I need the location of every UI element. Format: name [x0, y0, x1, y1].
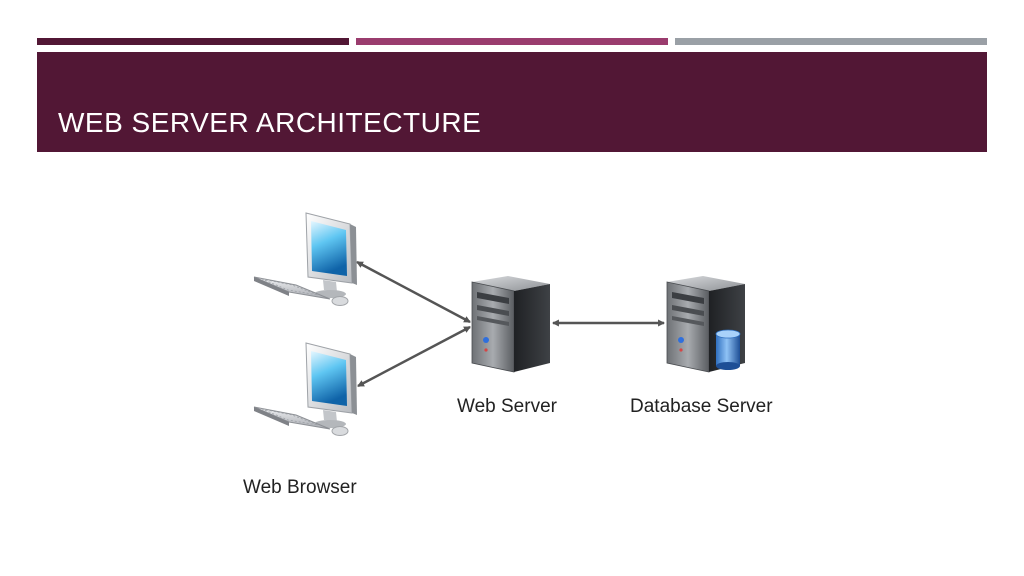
- web-browser-label: Web Browser: [243, 477, 357, 498]
- server-tower-icon: [471, 276, 550, 373]
- slide-title: WEB SERVER ARCHITECTURE: [58, 107, 482, 138]
- web-server-label: Web Server: [457, 396, 557, 417]
- desktop-computer-icon: [253, 342, 357, 436]
- database-server-label: Database Server: [630, 396, 773, 417]
- accent-stripe-2: [356, 38, 668, 45]
- database-server-icon: [666, 276, 745, 373]
- desktop-computer-icon: [253, 212, 357, 306]
- title-bar: WEB SERVER ARCHITECTURE: [37, 52, 987, 152]
- accent-stripe-3: [675, 38, 987, 45]
- database-cylinder-icon: [715, 329, 741, 370]
- arrow-browser1-webserver: [356, 260, 471, 324]
- accent-stripe-1: [37, 38, 349, 45]
- arrow-browser2-webserver: [357, 325, 471, 388]
